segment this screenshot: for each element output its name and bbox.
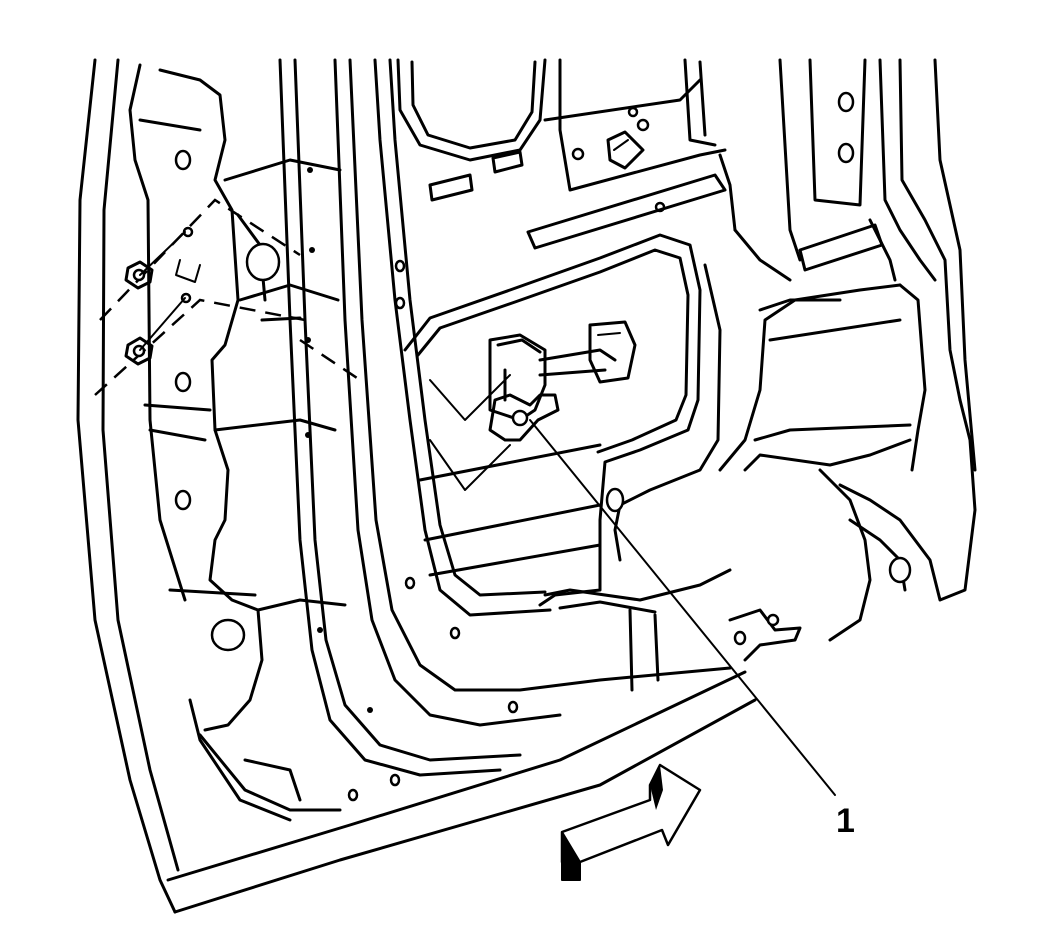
door-frame-edge <box>278 58 732 802</box>
access-opening <box>403 233 722 607</box>
hinge-pillar <box>76 58 347 914</box>
hinge-bolt-upper <box>124 231 186 290</box>
callout-1-leader <box>529 419 836 796</box>
door-lower-structure <box>543 58 977 692</box>
forward-arrow-icon <box>560 763 702 881</box>
rocker-sill <box>166 670 757 914</box>
callout-1-label: 1 <box>836 802 855 840</box>
inner-door-panel <box>396 58 792 282</box>
hinge-bolt-lower <box>124 297 186 366</box>
door-check-link <box>429 320 637 491</box>
hinge-bracket <box>94 198 361 396</box>
